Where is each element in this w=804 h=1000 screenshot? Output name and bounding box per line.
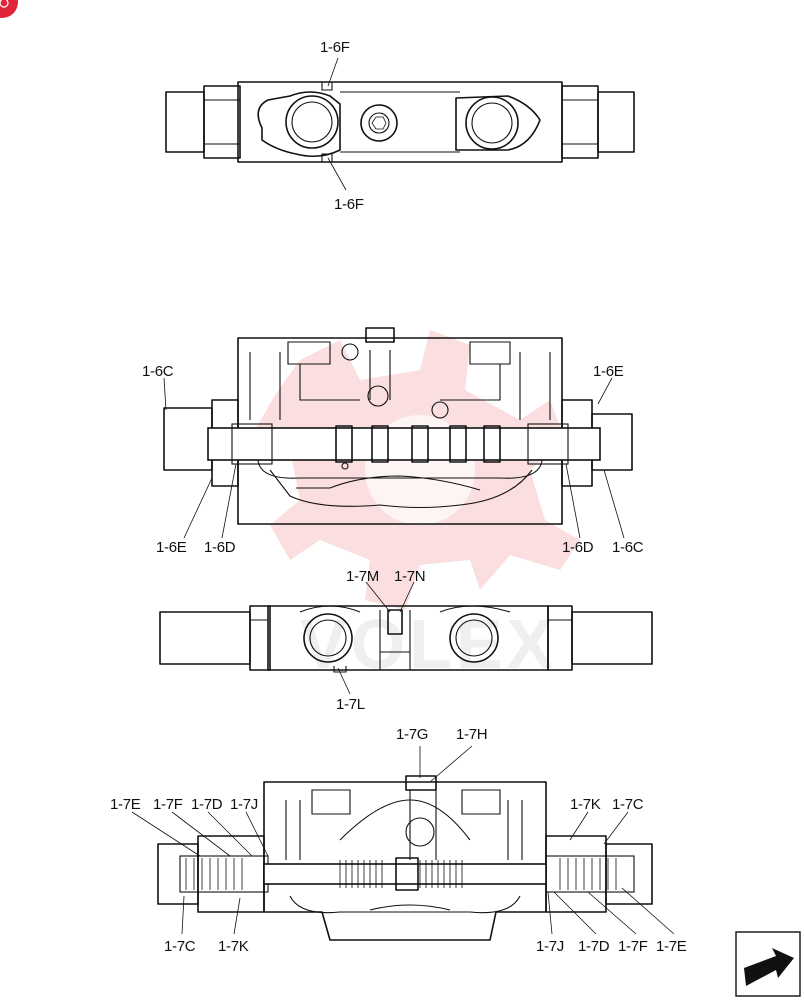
label-1-7k-top: 1-7K bbox=[570, 796, 601, 813]
valve-view-3 bbox=[159, 581, 653, 695]
label-1-6e-left: 1-6E bbox=[156, 539, 187, 556]
label-1-6f-top: 1-6F bbox=[320, 39, 350, 56]
label-1-7c-bottom: 1-7C bbox=[164, 938, 196, 955]
label-1-7d-bottom: 1-7D bbox=[578, 938, 610, 955]
label-1-7n: 1-7N bbox=[394, 568, 425, 585]
next-page-arrow-icon[interactable] bbox=[735, 931, 801, 997]
valve-view-4 bbox=[131, 745, 675, 941]
label-1-6f-bottom: 1-6F bbox=[334, 196, 364, 213]
label-1-7d-top: 1-7D bbox=[191, 796, 223, 813]
label-1-7f-bottom: 1-7F bbox=[618, 938, 648, 955]
label-1-7g: 1-7G bbox=[396, 726, 428, 743]
corner-badge-icon bbox=[0, 0, 18, 18]
label-1-7k-bottom: 1-7K bbox=[218, 938, 249, 955]
valve-view-2 bbox=[163, 327, 633, 539]
watermark-logo: VOLEX bbox=[255, 330, 580, 683]
label-1-6c-right: 1-6C bbox=[612, 539, 644, 556]
label-1-7l: 1-7L bbox=[336, 696, 365, 713]
label-1-6d-left: 1-6D bbox=[204, 539, 236, 556]
label-1-6d-right: 1-6D bbox=[562, 539, 594, 556]
label-1-6c-left: 1-6C bbox=[142, 363, 174, 380]
label-1-6e-right: 1-6E bbox=[593, 363, 624, 380]
label-1-7c-top: 1-7C bbox=[612, 796, 644, 813]
label-1-7e-bottom: 1-7E bbox=[656, 938, 687, 955]
label-1-7m: 1-7M bbox=[346, 568, 379, 585]
label-1-7h: 1-7H bbox=[456, 726, 487, 743]
label-1-7j-bottom: 1-7J bbox=[536, 938, 564, 955]
label-1-7f-top: 1-7F bbox=[153, 796, 183, 813]
label-1-7j-top: 1-7J bbox=[230, 796, 258, 813]
valve-view-1 bbox=[165, 57, 635, 191]
label-1-7e-top: 1-7E bbox=[110, 796, 141, 813]
